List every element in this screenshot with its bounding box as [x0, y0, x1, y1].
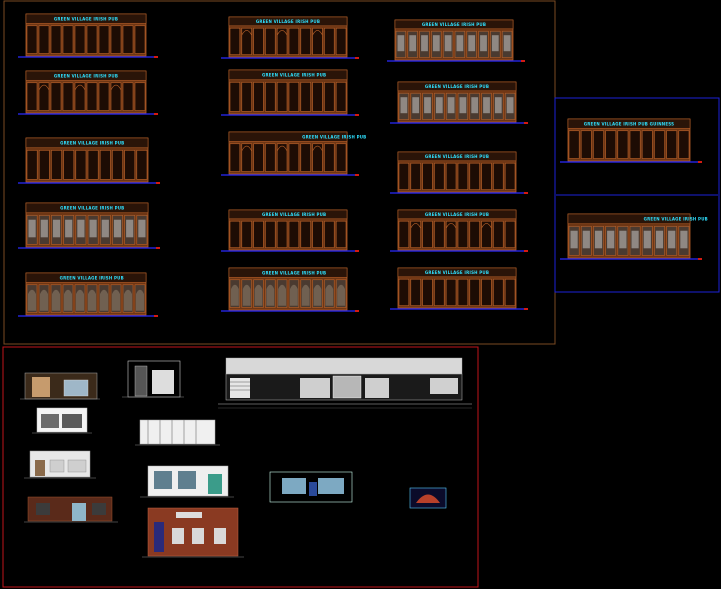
pub-elevation: GREEN VILLAGE IRISH PUB — [18, 70, 158, 115]
pub-elevation: GREEN VILLAGE IRISH PUB — [221, 267, 359, 312]
pub-sign: GREEN VILLAGE IRISH PUB — [262, 270, 326, 275]
pub-elevation: GREEN VILLAGE IRISH PUB — [221, 69, 359, 116]
pub-sign: GREEN VILLAGE IRISH PUB — [644, 217, 708, 222]
detail-building-1 — [20, 372, 100, 400]
detail-building-brick — [142, 507, 244, 558]
detail-building-2 — [32, 407, 92, 434]
pub-sign: GREEN VILLAGE IRISH PUB — [425, 212, 489, 217]
pub-elevation: GREEN VILLAGE IRISH PUB — [390, 81, 528, 124]
pub-elevation: GREEN VILLAGE IRISH PUB — [221, 16, 359, 59]
pub-sign: GREEN VILLAGE IRISH PUB — [60, 141, 124, 146]
pub-sign: GREEN VILLAGE IRISH PUB — [425, 270, 489, 275]
detail-building-3 — [24, 450, 96, 479]
pub-sign: GREEN VILLAGE IRISH PUB — [60, 275, 124, 280]
detail-building-5 — [135, 419, 220, 446]
detail-long-elevation — [218, 357, 472, 409]
detail-building-4 — [24, 496, 118, 523]
frame-building-details — [2, 346, 479, 588]
detail-building-6 — [140, 465, 234, 498]
pub-elevation: GREEN VILLAGE IRISH PUB — [221, 209, 359, 252]
pub-sign: GREEN VILLAGE IRISH PUB — [422, 22, 486, 27]
pub-sign: GREEN VILLAGE IRISH PUB GUINNESS — [584, 121, 674, 126]
pub-elevation: GREEN VILLAGE IRISH PUB — [221, 131, 366, 176]
pub-sign: GREEN VILLAGE IRISH PUB — [262, 212, 326, 217]
pub-sign: GREEN VILLAGE IRISH PUB — [425, 154, 489, 159]
detail-section-1 — [122, 360, 184, 398]
pub-sign: GREEN VILLAGE IRISH PUB — [425, 84, 489, 89]
pub-sign: GREEN VILLAGE IRISH PUB — [302, 134, 366, 139]
pub-sign: GREEN VILLAGE IRISH PUB — [256, 19, 320, 24]
pub-elevation: GREEN VILLAGE IRISH PUB — [560, 213, 708, 260]
pub-sign: GREEN VILLAGE IRISH PUB — [262, 73, 326, 78]
pub-elevation: GREEN VILLAGE IRISH PUB — [18, 202, 160, 249]
pub-elevation: GREEN VILLAGE IRISH PUB — [390, 209, 528, 252]
pub-elevation: GREEN VILLAGE IRISH PUB — [390, 151, 528, 194]
pub-elevation: GREEN VILLAGE IRISH PUB — [18, 13, 158, 58]
pub-sign: GREEN VILLAGE IRISH PUB — [60, 206, 124, 211]
frame-side-elevations — [554, 97, 720, 293]
pub-elevation: GREEN VILLAGE IRISH PUB GUINNESS — [560, 118, 702, 163]
pub-elevation: GREEN VILLAGE IRISH PUB — [18, 137, 160, 184]
pub-elevation: GREEN VILLAGE IRISH PUB — [387, 19, 525, 62]
detail-small-storefront — [269, 471, 353, 503]
pub-sign: GREEN VILLAGE IRISH PUB — [54, 16, 118, 21]
pub-sign: GREEN VILLAGE IRISH PUB — [54, 73, 118, 78]
pub-elevation: GREEN VILLAGE IRISH PUB — [390, 267, 528, 310]
detail-awning — [409, 487, 447, 509]
pub-elevation: GREEN VILLAGE IRISH PUB — [18, 272, 158, 317]
